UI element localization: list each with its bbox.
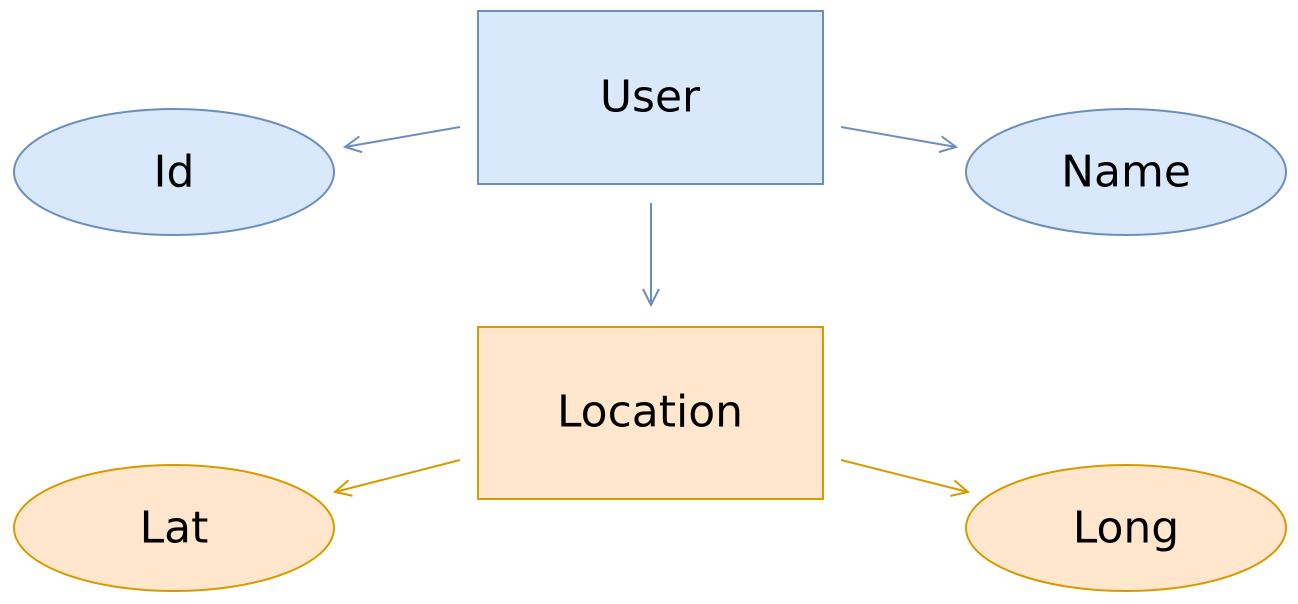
user-to-id-connector bbox=[345, 126, 461, 147]
location-to-long-connector bbox=[840, 459, 968, 492]
long-attribute-shape bbox=[965, 464, 1287, 592]
user-to-name-connector bbox=[840, 126, 956, 147]
id-attribute-label: Id bbox=[154, 147, 195, 198]
location-entity[interactable]: Location bbox=[477, 326, 824, 500]
id-attribute[interactable]: Id bbox=[13, 108, 335, 236]
lat-attribute-label: Lat bbox=[140, 503, 209, 554]
location-to-lat-connector bbox=[335, 459, 461, 492]
lat-attribute-shape bbox=[13, 464, 335, 592]
user-entity[interactable]: User bbox=[477, 10, 824, 185]
location-entity-label: Location bbox=[557, 387, 743, 438]
id-attribute-shape bbox=[13, 108, 335, 236]
name-attribute[interactable]: Name bbox=[965, 108, 1287, 236]
name-attribute-shape bbox=[965, 108, 1287, 236]
name-attribute-label: Name bbox=[1061, 147, 1191, 198]
location-entity-box bbox=[477, 326, 824, 500]
lat-attribute[interactable]: Lat bbox=[13, 464, 335, 592]
user-entity-box bbox=[477, 10, 824, 185]
long-attribute-label: Long bbox=[1073, 503, 1179, 554]
long-attribute[interactable]: Long bbox=[965, 464, 1287, 592]
user-entity-label: User bbox=[600, 72, 701, 123]
